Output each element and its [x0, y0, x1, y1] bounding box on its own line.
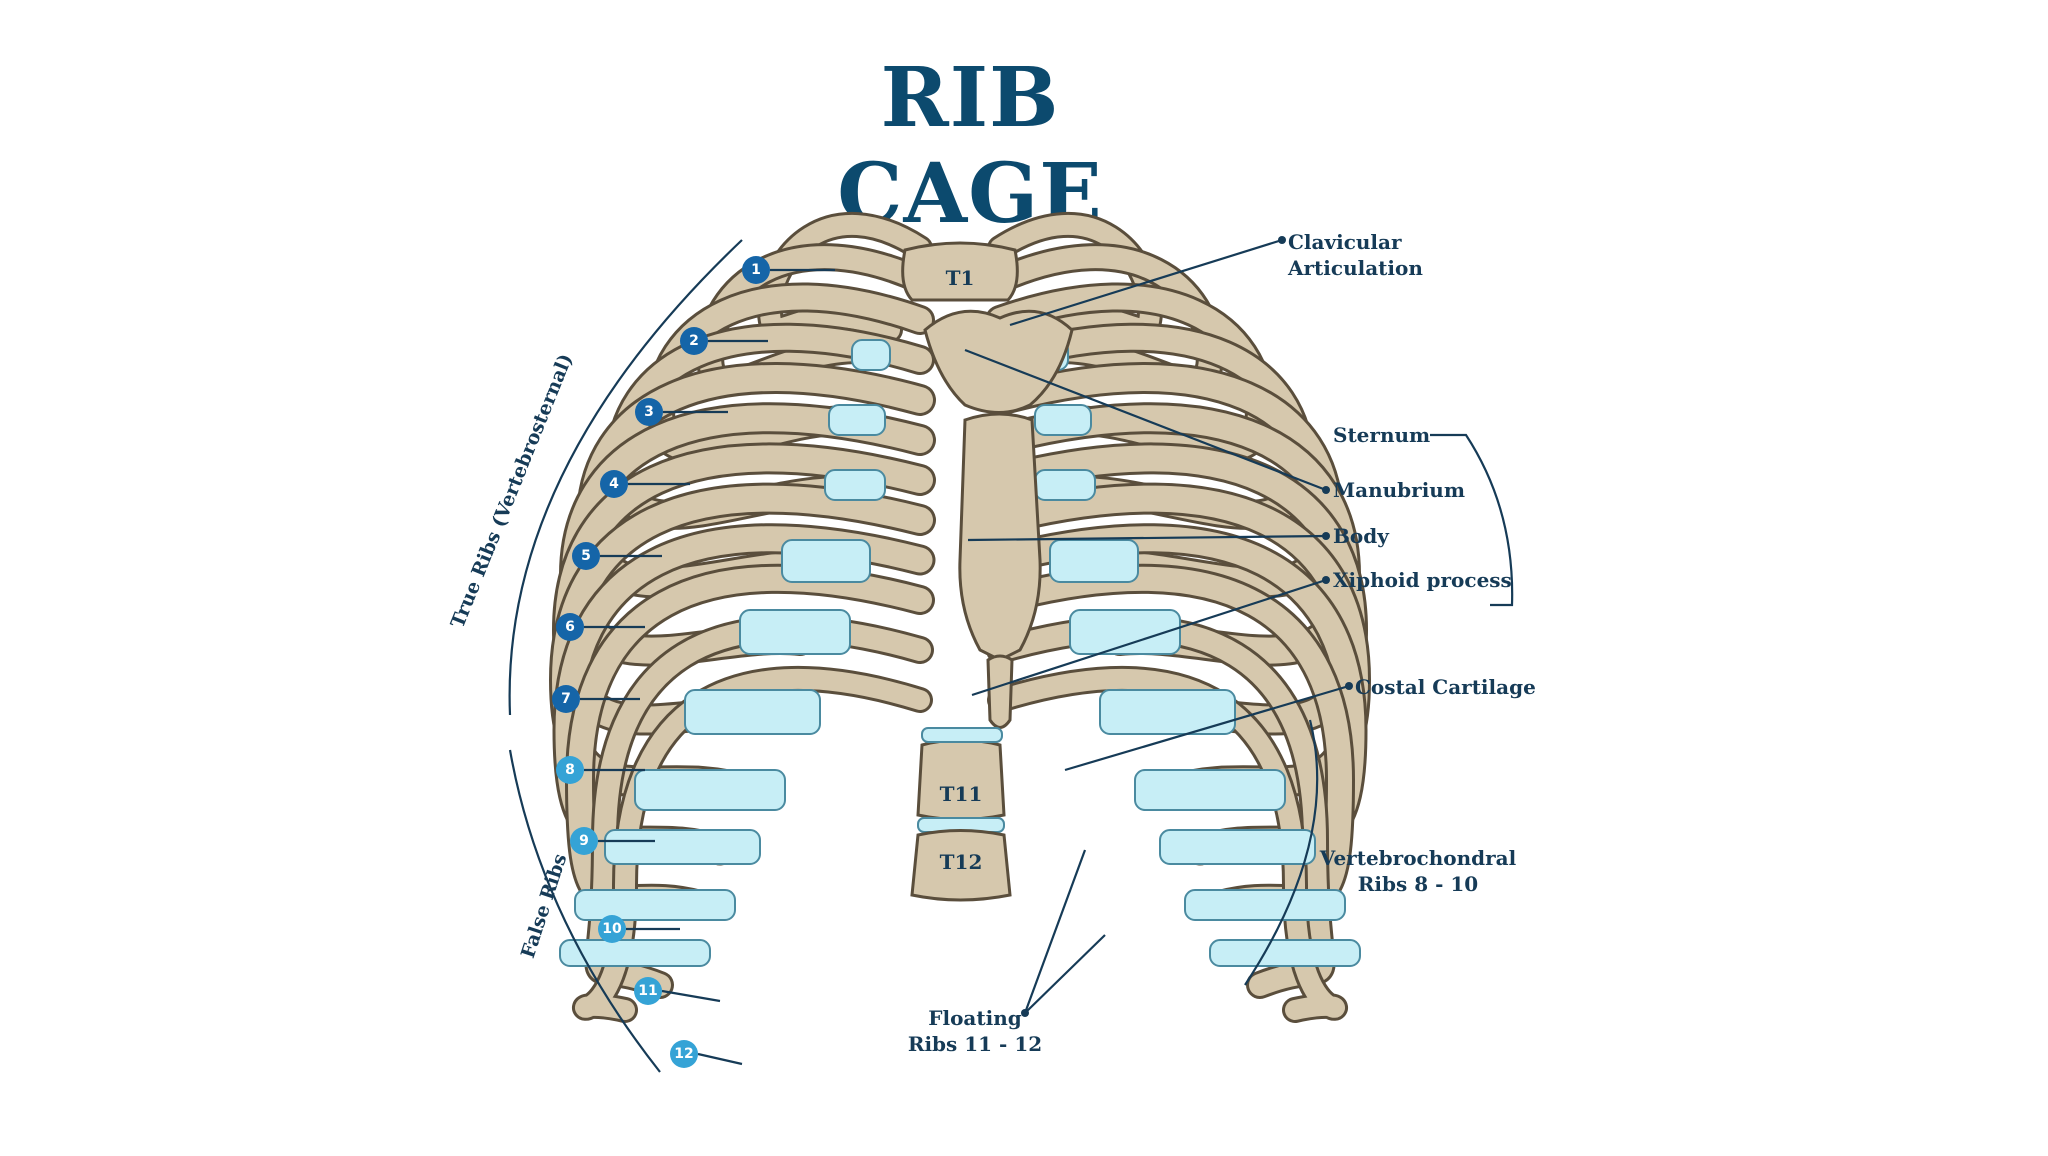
rib-number-12-leader: [697, 1052, 743, 1066]
floating-line-1: Floating: [928, 1006, 1022, 1030]
vertebra-t11-shape: [916, 738, 1006, 821]
cartilage-6-left: [684, 689, 821, 735]
disc-t10-t11: [921, 727, 1003, 743]
cartilage-8-left: [604, 829, 761, 865]
vertebrae-group: [901, 241, 1019, 902]
vertebrochondral-bracket: [1244, 719, 1319, 986]
clavicular-articulation-label: Clavicular Articulation: [1288, 229, 1423, 281]
cartilage-6-right: [1099, 689, 1236, 735]
rib-number-11-badge: 11: [634, 977, 662, 1005]
xiphoid-shape: [986, 654, 1014, 729]
cartilage-4-left: [781, 539, 871, 583]
manubrium-leader: [964, 348, 1327, 492]
rib-number-5-badge: 5: [572, 542, 600, 570]
manubrium-label: Manubrium: [1333, 478, 1466, 502]
cartilage-5-left: [739, 609, 851, 655]
vertebra-t11-label: T11: [939, 782, 983, 806]
vertebrochondral-line-1: Vertebrochondral: [1319, 846, 1517, 870]
costal-cartilage-label: Costal Cartilage: [1355, 675, 1536, 699]
sternum-shape: [923, 309, 1074, 729]
floating-ribs-label: Floating Ribs 11 - 12: [905, 1005, 1045, 1057]
body-leader: [967, 534, 1327, 542]
rib-number-4-badge: 4: [600, 470, 628, 498]
leader-dot-3: [1322, 532, 1330, 540]
floating-leader-1: [1023, 849, 1087, 1014]
xiphoid-process-label: Xiphoid process: [1333, 568, 1512, 592]
leader-dot-5: [1345, 682, 1353, 690]
cartilage-9-right: [1184, 889, 1346, 921]
cartilage-5-right: [1069, 609, 1181, 655]
floating-leader-2: [1024, 934, 1106, 1014]
false-ribs-bracket: [508, 749, 661, 1073]
leader-lines: [508, 236, 1514, 1073]
rib-number-1-badge: 1: [742, 256, 770, 284]
rib-number-3-badge: 3: [635, 398, 663, 426]
cartilage-3-right: [1034, 469, 1096, 501]
clavicular-line-2: Articulation: [1288, 256, 1423, 280]
cartilage-10-left: [559, 939, 711, 967]
leader-dot-4: [1322, 576, 1330, 584]
cartilage-8-right: [1159, 829, 1316, 865]
rib-number-8-badge: 8: [556, 756, 584, 784]
cartilage-10-right: [1209, 939, 1361, 967]
vertebra-t1-shape: [901, 241, 1019, 302]
vertebrochondral-line-2: Ribs 8 - 10: [1357, 872, 1479, 896]
rib-12-left: [575, 669, 930, 1020]
costal-leader: [1064, 684, 1350, 772]
cartilage-7-left: [634, 769, 786, 811]
xiphoid-leader: [971, 578, 1327, 697]
rib-number-11-leader: [661, 989, 721, 1003]
cartilage-9-left: [574, 889, 736, 921]
cartilage-3-left: [824, 469, 886, 501]
sternum-label: Sternum: [1333, 423, 1431, 447]
leader-dot-2: [1322, 486, 1330, 494]
cartilage-4-right: [1049, 539, 1139, 583]
true-ribs-bracket: [508, 239, 743, 716]
rib-number-10-badge: 10: [598, 915, 626, 943]
clavicular-line-1: Clavicular: [1288, 230, 1402, 254]
rib-number-12-badge: 12: [670, 1040, 698, 1068]
rib-12-right: [990, 669, 1345, 1020]
vertebra-t12-shape: [910, 829, 1012, 902]
cartilage-2-right: [1034, 404, 1092, 436]
rib-number-7-badge: 7: [552, 685, 580, 713]
rib-number-9-badge: 9: [570, 827, 598, 855]
floating-line-2: Ribs 11 - 12: [907, 1032, 1043, 1056]
rib-number-2-badge: 2: [680, 327, 708, 355]
costal-cartilage-group: [559, 339, 1361, 967]
cartilage-1-left: [851, 339, 891, 371]
leader-dot-6: [1021, 1009, 1029, 1017]
vertebra-t12-label: T12: [939, 850, 983, 874]
sternum-bracket: [1430, 433, 1514, 607]
sternum-body-shape: [958, 412, 1042, 662]
body-label: Body: [1333, 524, 1389, 548]
leader-dot-1: [1278, 236, 1286, 244]
cartilage-7-right: [1134, 769, 1286, 811]
clavicular-leader: [1009, 238, 1283, 327]
vertebrochondral-label: Vertebrochondral Ribs 8 - 10: [1318, 845, 1518, 897]
cartilage-2-left: [828, 404, 886, 436]
rib-number-6-badge: 6: [556, 613, 584, 641]
vertebra-t1-label: T1: [945, 266, 975, 290]
